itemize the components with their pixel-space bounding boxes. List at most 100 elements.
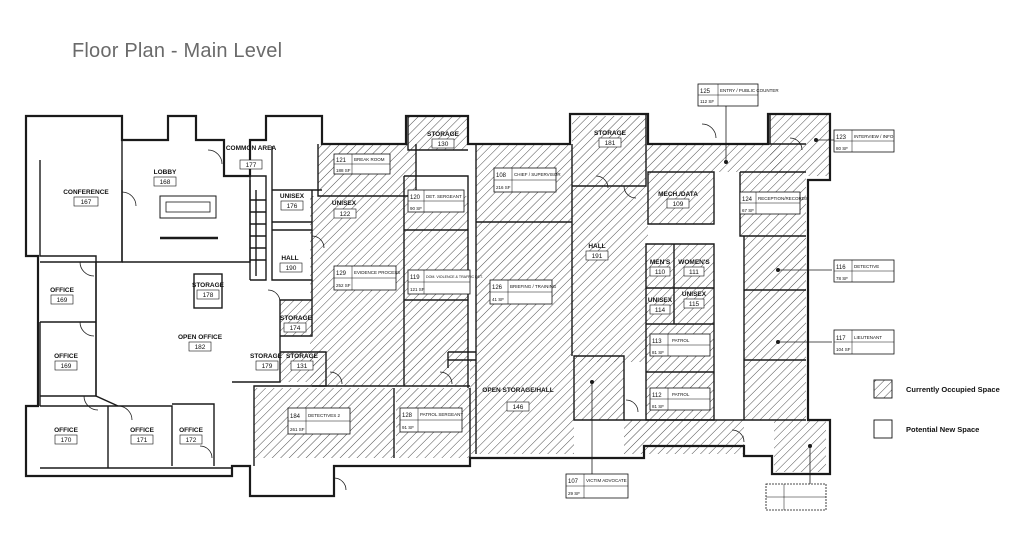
- svg-text:126: 126: [492, 285, 503, 291]
- svg-text:80 SF: 80 SF: [836, 146, 848, 151]
- svg-text:VICTIM ADVOCATE: VICTIM ADVOCATE: [586, 478, 627, 483]
- legend-label-new: Potential New Space: [906, 425, 979, 434]
- svg-text:116: 116: [836, 265, 846, 271]
- room-office172-number: 172: [186, 437, 197, 444]
- room-storage130-name: STORAGE: [427, 131, 460, 138]
- svg-text:129: 129: [336, 271, 347, 277]
- room-office172-name: OFFICE: [179, 427, 203, 434]
- room-womens-name: WOMEN'S: [678, 259, 710, 266]
- room-storage181-name: STORAGE: [594, 130, 627, 137]
- svg-text:EVIDENCE PROCESS: EVIDENCE PROCESS: [354, 270, 400, 275]
- legend-label-occupied: Currently Occupied Space: [906, 385, 1000, 394]
- svg-text:67 SF: 67 SF: [742, 208, 754, 213]
- room-storage131-name: STORAGE: [286, 353, 319, 360]
- svg-text:CHIEF / SUPERVISOR: CHIEF / SUPERVISOR: [514, 172, 561, 177]
- svg-text:261 SF: 261 SF: [290, 427, 305, 432]
- svg-text:216 SF: 216 SF: [496, 185, 511, 190]
- svg-text:PATROL SERGEANT: PATROL SERGEANT: [420, 412, 463, 417]
- svg-text:81 SF: 81 SF: [652, 404, 664, 409]
- room-unisex115-number: 115: [689, 301, 700, 308]
- room-womens-number: 111: [689, 269, 699, 276]
- tag-119: 119 DOM. VIOLENCE & TRAFFIC DET. 121 SF: [407, 269, 483, 295]
- tag-125: 125 ENTRY / PUBLIC COUNTER 112 SF: [697, 83, 779, 107]
- svg-text:252 SF: 252 SF: [336, 283, 351, 288]
- room-hall190-number: 190: [286, 265, 297, 272]
- tag-124: 124 RECEPTION/RECORDS 67 SF: [739, 191, 808, 215]
- svg-text:90 SF: 90 SF: [410, 206, 422, 211]
- room-office170-number: 170: [61, 437, 72, 444]
- tag-107: 107 VICTIM ADVOCATE 29 SF: [565, 473, 629, 499]
- room-office169a-name: OFFICE: [50, 287, 74, 294]
- svg-text:RECEPTION/RECORDS: RECEPTION/RECORDS: [758, 196, 808, 201]
- room-office169a-number: 169: [57, 297, 68, 304]
- room-storage181-number: 181: [605, 140, 616, 147]
- room-hall191-name: HALL: [588, 243, 605, 250]
- svg-text:188 SF: 188 SF: [336, 168, 351, 173]
- svg-text:112: 112: [652, 393, 662, 399]
- room-openstorage-number: 146: [513, 404, 524, 411]
- tag-126: 126 BRIEFING / TRAINING 41 SF: [489, 279, 557, 305]
- legend: Currently Occupied Space Potential New S…: [873, 379, 1000, 439]
- room-openoffice-name: OPEN OFFICE: [178, 334, 223, 341]
- svg-text:91 SF: 91 SF: [402, 425, 414, 430]
- svg-text:PATROL: PATROL: [672, 392, 690, 397]
- room-unisex122-number: 122: [340, 211, 351, 218]
- svg-text:123: 123: [836, 135, 847, 141]
- room-mechdata-name: MECH./DATA: [658, 191, 698, 198]
- svg-text:128: 128: [402, 413, 413, 419]
- tag-121: 121 BREAK ROOM 188 SF: [333, 153, 391, 175]
- room-lobby-name: LOBBY: [154, 169, 177, 176]
- room-openoffice-number: 182: [195, 344, 206, 351]
- tag-112: 112 PATROL 81 SF: [649, 387, 711, 411]
- room-conference-name: CONFERENCE: [63, 189, 109, 196]
- room-lobby-number: 168: [160, 179, 171, 186]
- room-conference-number: 167: [81, 199, 92, 206]
- room-storage178-number: 178: [203, 292, 214, 299]
- room-storage179-number: 179: [262, 363, 273, 370]
- svg-text:107: 107: [568, 479, 579, 485]
- svg-text:121: 121: [336, 158, 347, 164]
- svg-text:78 SF: 78 SF: [836, 276, 848, 281]
- room-storage130-number: 130: [438, 141, 449, 148]
- svg-text:BREAK ROOM: BREAK ROOM: [354, 157, 385, 162]
- room-openstorage-name: OPEN STORAGE/HALL: [482, 387, 553, 394]
- room-storage131-number: 131: [297, 363, 308, 370]
- room-mens-name: MEN'S: [650, 259, 671, 266]
- svg-text:INTERVIEW / INFO: INTERVIEW / INFO: [854, 134, 894, 139]
- svg-text:104 SF: 104 SF: [836, 347, 851, 352]
- room-office171-number: 171: [137, 437, 148, 444]
- room-office169b-number: 169: [61, 363, 72, 370]
- legend-swatch-new: [873, 419, 893, 439]
- room-mechdata-number: 109: [673, 201, 684, 208]
- room-office170-name: OFFICE: [54, 427, 78, 434]
- svg-text:BRIEFING / TRAINING: BRIEFING / TRAINING: [510, 284, 557, 289]
- svg-text:112 SF: 112 SF: [700, 99, 714, 104]
- tag-184: 184 DETECTIVES 2 261 SF: [287, 407, 351, 435]
- tag-120: 120 DET. SERGEANT 90 SF: [407, 189, 465, 213]
- svg-text:DET. SERGEANT: DET. SERGEANT: [426, 194, 462, 199]
- tag-116: 116 DETECTIVE 78 SF: [833, 259, 895, 283]
- tag-128: 128 PATROL SERGEANT 91 SF: [399, 407, 463, 433]
- tag-117: 117 LIEUTENANT 104 SF: [833, 329, 895, 355]
- svg-text:DETECTIVE: DETECTIVE: [854, 264, 879, 269]
- room-storage174-number: 174: [290, 325, 301, 332]
- room-mens-number: 110: [655, 269, 666, 276]
- svg-text:120: 120: [410, 195, 421, 201]
- room-storage174-name: STORAGE: [280, 315, 313, 322]
- svg-text:184: 184: [290, 414, 301, 420]
- room-unisex176-name: UNISEX: [280, 193, 305, 200]
- svg-text:125: 125: [700, 89, 711, 95]
- leader-lines: [590, 106, 846, 484]
- tag-108: 108 CHIEF / SUPERVISOR 216 SF: [493, 167, 561, 193]
- page-title: Floor Plan - Main Level: [72, 40, 283, 62]
- svg-text:113: 113: [652, 339, 662, 345]
- room-hall190-name: HALL: [281, 255, 298, 262]
- room-common-number: 177: [246, 162, 257, 169]
- svg-text:PATROL: PATROL: [672, 338, 690, 343]
- svg-text:DETECTIVES 2: DETECTIVES 2: [308, 413, 341, 418]
- svg-text:119: 119: [410, 275, 420, 281]
- svg-text:117: 117: [836, 336, 846, 342]
- tag-113: 113 PATROL 81 SF: [649, 333, 711, 357]
- legend-swatch-occupied: [873, 379, 893, 399]
- svg-text:121 SF: 121 SF: [410, 287, 425, 292]
